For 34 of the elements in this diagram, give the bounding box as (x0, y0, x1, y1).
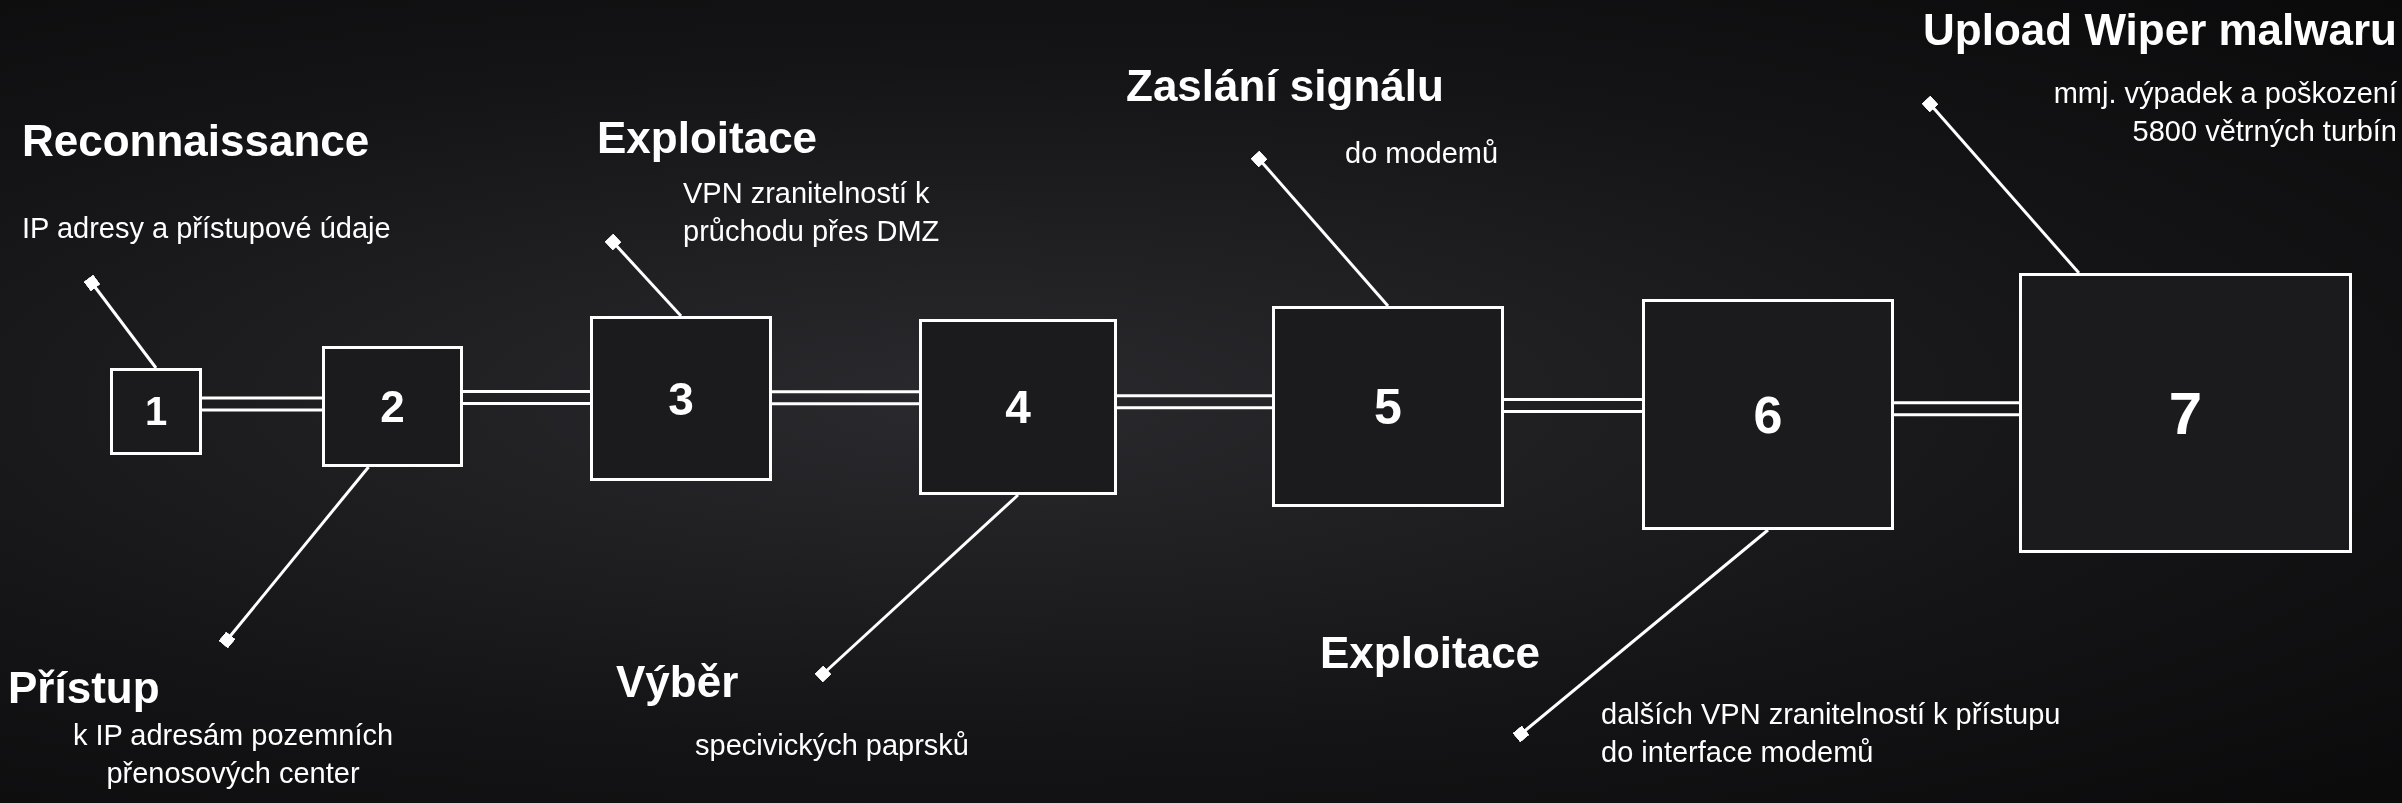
step-description: mmj. výpadek a poškození 5800 větrných turbín (2052, 76, 2397, 149)
step-heading: Přístup (8, 662, 160, 714)
step-box: 4 (919, 319, 1117, 495)
step-box: 6 (1642, 299, 1894, 530)
leader-line (83, 274, 158, 369)
step-heading: Výběr (616, 656, 739, 708)
step-description: specivických paprsků (694, 728, 970, 763)
step-box: 5 (1272, 306, 1504, 507)
leader-line (1250, 150, 1390, 307)
step-heading: Upload Wiper malwaru (1923, 4, 2397, 56)
step-box: 3 (590, 316, 772, 481)
double-line-connector (1115, 394, 1274, 410)
step-box: 1 (110, 368, 202, 455)
double-line-connector (200, 396, 324, 412)
step-heading: Exploitace (597, 112, 818, 164)
double-line-connector (1892, 401, 2021, 417)
double-line-connector (770, 390, 921, 406)
step-heading: Exploitace (1320, 627, 1541, 679)
step-description: VPN zranitelností k průchodu přes DMZ (682, 176, 941, 249)
step-description: k IP adresám pozemních přenosových center (71, 718, 395, 791)
leader-line (1921, 95, 2081, 274)
step-heading: Zaslání signálu (1126, 60, 1444, 112)
step-box: 2 (322, 346, 463, 467)
step-description: dalších VPN zranitelností k přístupu do interface modemů (1600, 697, 2062, 770)
leader-line (814, 493, 1019, 683)
step-description: IP adresy a přístupové údaje (22, 211, 392, 246)
double-line-connector (1502, 398, 1644, 413)
step-heading: Reconnaissance (22, 115, 370, 167)
leader-line (218, 466, 370, 649)
step-box: 7 (2019, 273, 2352, 553)
leader-line (604, 233, 683, 317)
step-description: do modemů (1344, 136, 1500, 171)
leader-line (1512, 528, 1769, 743)
double-line-connector (461, 390, 592, 405)
